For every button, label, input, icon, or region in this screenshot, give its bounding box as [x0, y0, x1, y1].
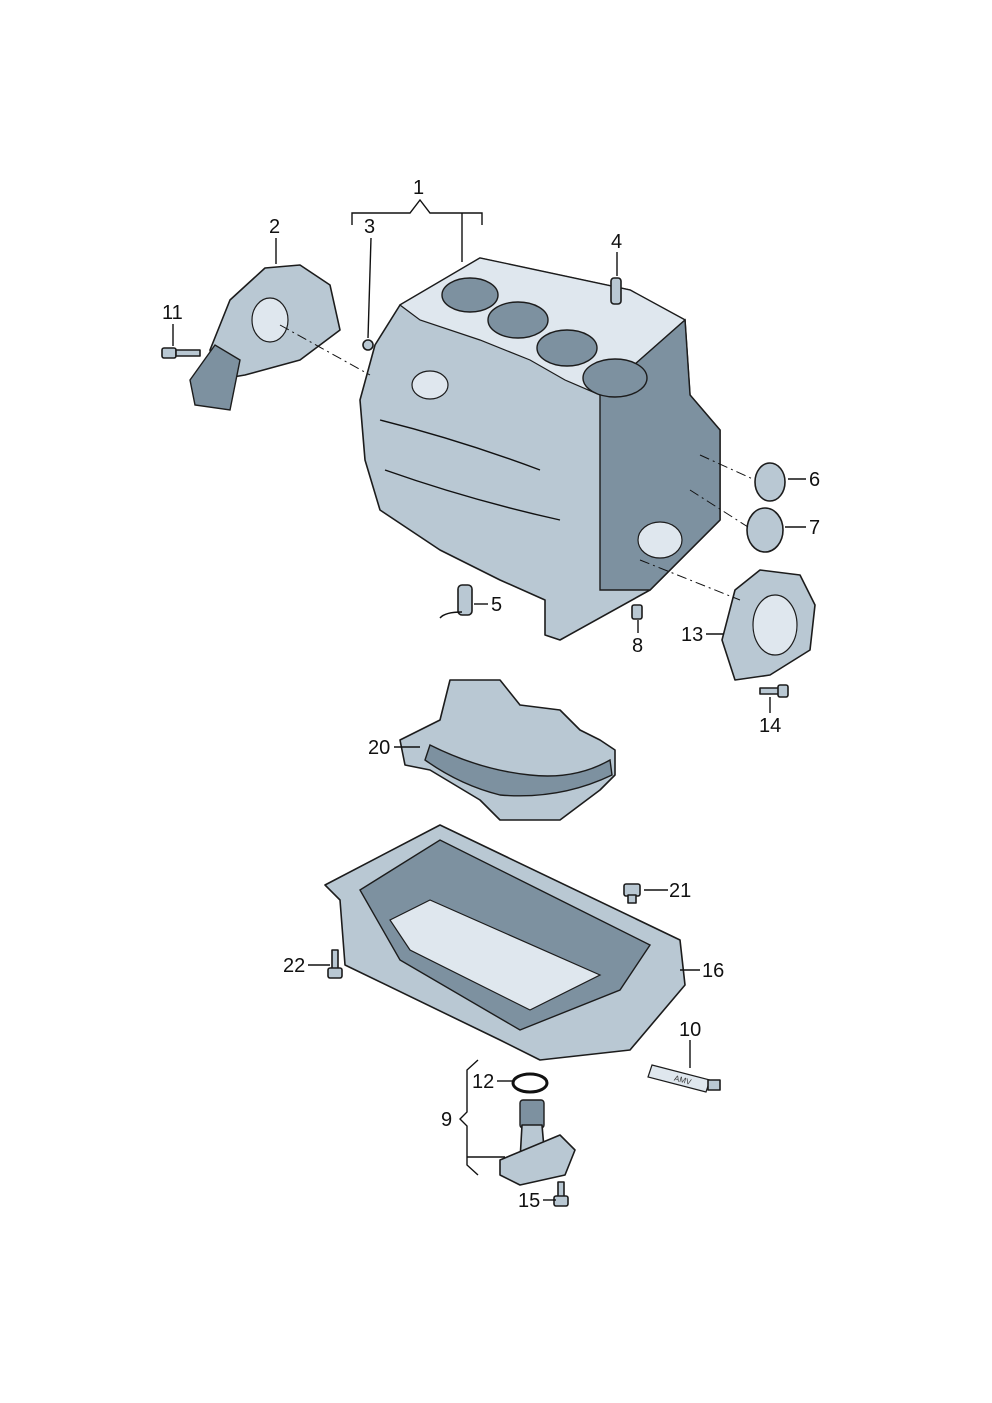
part-2-seal-flange: [189, 264, 341, 411]
part-3-plug: [362, 339, 374, 351]
callout-2: 2: [269, 216, 280, 238]
callout-4: 4: [611, 231, 622, 253]
part-20-baffle-plate: [399, 679, 616, 821]
callout-20: 20: [368, 737, 390, 759]
callout-15: 15: [518, 1190, 540, 1212]
callout-numbers: 1 2 3 4 5 6 7 8 9 10 11 12 13 14 15 16 2…: [162, 177, 820, 1212]
callout-13: 13: [681, 624, 703, 646]
part-13-seal-flange: [721, 569, 816, 681]
alignment-lines: [279, 324, 756, 601]
callout-6: 6: [809, 469, 820, 491]
callout-14: 14: [759, 715, 781, 737]
leader-lines: [172, 198, 806, 1201]
part-4-dowel-pin: [610, 277, 622, 305]
callout-5: 5: [491, 594, 502, 616]
part-16-oil-pan: [324, 824, 686, 1061]
part-8-dowel-pin: [631, 604, 643, 620]
part-14-bolt: [759, 684, 789, 698]
callout-16: 16: [702, 960, 724, 982]
callout-12: 12: [472, 1071, 494, 1093]
part-12-o-ring: [511, 1072, 549, 1094]
part-11-bolt: [161, 347, 201, 359]
callout-7: 7: [809, 517, 820, 539]
callout-8: 8: [632, 635, 643, 657]
callout-22: 22: [283, 955, 305, 977]
callout-1: 1: [413, 177, 424, 199]
part-21-drain-plug: [623, 883, 641, 904]
part-7-sealing-cap: [746, 507, 784, 553]
part-22-bolt: [327, 949, 343, 979]
part-6-sealing-cap: [754, 462, 786, 502]
callout-10: 10: [679, 1019, 701, 1041]
callout-21: 21: [669, 880, 691, 902]
part-9-oil-level-sensor: [499, 1099, 576, 1186]
part-5-oil-spray-jet: [439, 584, 473, 619]
callout-11: 11: [162, 302, 183, 324]
part-15-bolt: [553, 1181, 569, 1207]
engine-block: [359, 257, 721, 641]
callout-3: 3: [364, 216, 375, 238]
callout-9: 9: [441, 1109, 452, 1131]
part-10-sealant-tube: AMV: [647, 1064, 721, 1093]
